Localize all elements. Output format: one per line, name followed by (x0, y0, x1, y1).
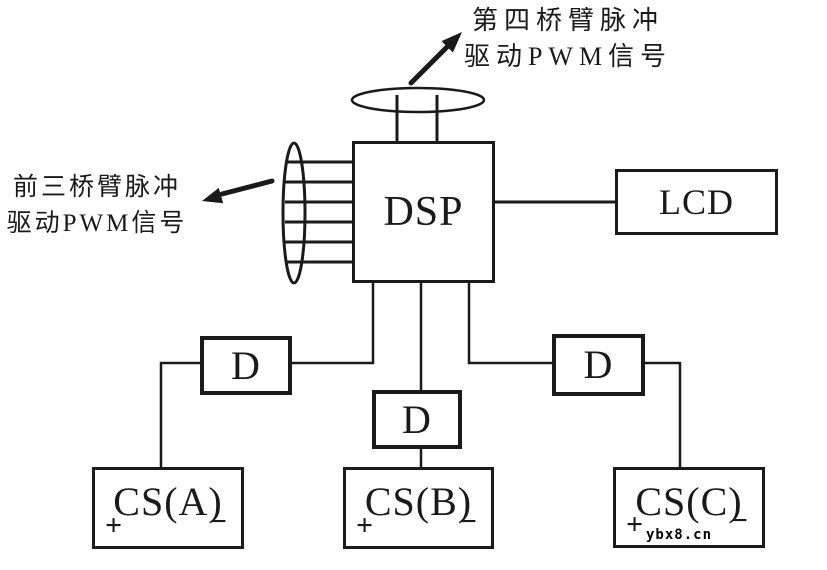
driver-c-cs-c-wire (643, 361, 682, 469)
left-annotation-line1: 前三桥臂脉冲 (12, 174, 181, 201)
driver-block-a: D (200, 336, 292, 395)
top-bus-ellipse (350, 86, 486, 114)
cs-a-minus-terminal: − (209, 505, 227, 538)
top-arrow-icon (408, 32, 462, 86)
cs-b-plus-terminal: + (356, 509, 374, 542)
driver-a-label: D (231, 342, 261, 388)
cs-a-plus-terminal: + (105, 509, 123, 542)
left-annotation-line2: 驱动PWM信号 (6, 210, 188, 237)
top-annotation-line1: 第四桥臂脉冲 (471, 6, 664, 35)
cs-c-block: CS(C) + − ybx8.cn (613, 467, 765, 548)
cs-c-plus-terminal: + (626, 508, 644, 541)
cs-a-block: CS(A) + − (92, 467, 244, 549)
dsp-block: DSP (352, 141, 495, 283)
watermark-text: ybx8.cn (646, 527, 713, 543)
driver-c-label: D (583, 342, 614, 387)
lcd-label: LCD (659, 182, 734, 222)
left-annotation: 前三桥臂脉冲 驱动PWM信号 (4, 170, 190, 242)
cs-b-block: CS(B) + − (343, 467, 494, 549)
driver-a-cs-a-wire (159, 361, 202, 469)
cs-b-minus-terminal: − (459, 505, 477, 538)
dsp-label: DSP (383, 189, 464, 235)
dsp-driver-c-wire (467, 281, 554, 365)
cs-b-label: CS(B) (364, 478, 473, 524)
driver-block-c: D (552, 334, 645, 396)
cs-c-label: CS(C) (635, 478, 743, 524)
top-annotation: 第四桥臂脉冲 驱动PWM信号 (446, 3, 690, 75)
cs-a-label: CS(A) (113, 478, 223, 524)
driver-b-label: D (402, 396, 432, 442)
dsp-driver-a-wire (290, 281, 375, 365)
cs-c-minus-terminal: − (730, 504, 748, 537)
top-annotation-line2: 驱动PWM信号 (463, 42, 673, 71)
left-bus-ellipse (281, 141, 307, 285)
lcd-block: LCD (615, 169, 778, 235)
left-arrow-icon (202, 178, 275, 204)
driver-block-b: D (372, 390, 462, 449)
